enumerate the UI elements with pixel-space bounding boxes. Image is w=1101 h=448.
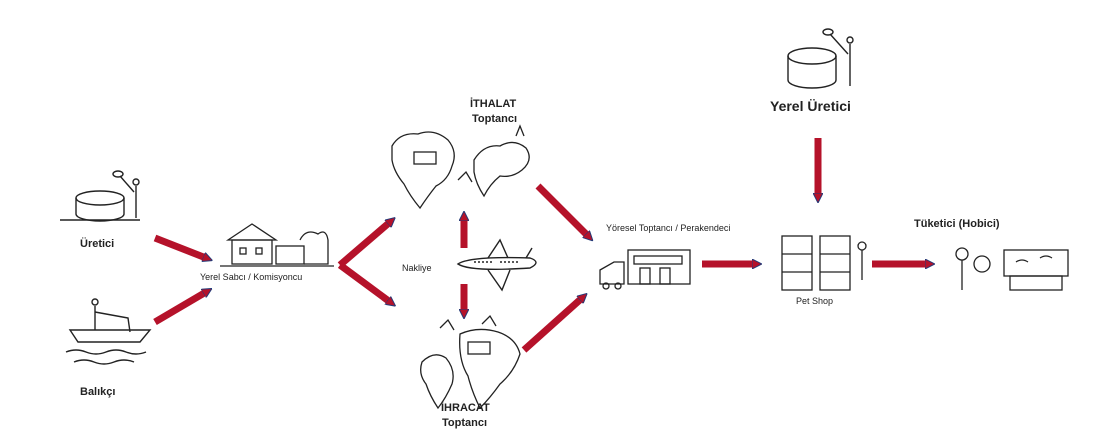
label-import-line2: Toptancı [472, 113, 518, 125]
arrow-import-to-regional [535, 183, 588, 236]
label-local-grower: Yerel Üretici [770, 98, 851, 114]
farm-buildings-icon [220, 223, 334, 267]
hobbyist-aquarium-icon [955, 247, 1069, 291]
fish-pond-icon [60, 170, 140, 222]
warehouse-icon [627, 249, 691, 285]
label-producer: Üretici [80, 238, 115, 250]
fishing-boat-icon [65, 298, 152, 365]
arrow-export-to-regional [521, 298, 582, 353]
airplane-icon [456, 238, 537, 292]
aquarium-shelf-icon [781, 235, 867, 291]
label-regional: Yöresel Toptancı / Perakendeci [606, 223, 731, 233]
label-pet-shop: Pet Shop [796, 296, 834, 306]
label-consumer: Tüketici (Hobici) [914, 218, 1000, 230]
flow-arrows [153, 138, 928, 353]
label-local-collector: Yerel Sabcı / Komisyoncu [200, 272, 303, 282]
world-map-icon-import [391, 124, 530, 210]
world-map-icon-export [420, 314, 521, 410]
arrow-collector-to-import [337, 222, 390, 268]
truck-icon [599, 261, 625, 290]
label-transport: Nakliye [402, 263, 432, 273]
arrow-collector-to-export [337, 262, 390, 302]
label-import-line1: İTHALAT [470, 98, 517, 110]
fish-pond-icon-local [787, 28, 854, 89]
arrow-fisher-to-collector [153, 292, 206, 326]
label-export-line2: Toptancı [442, 417, 488, 429]
arrow-producer-to-collector [153, 234, 206, 258]
label-export-line1: İHRACAT [441, 402, 490, 414]
label-fisher: Balıkçı [80, 386, 116, 398]
